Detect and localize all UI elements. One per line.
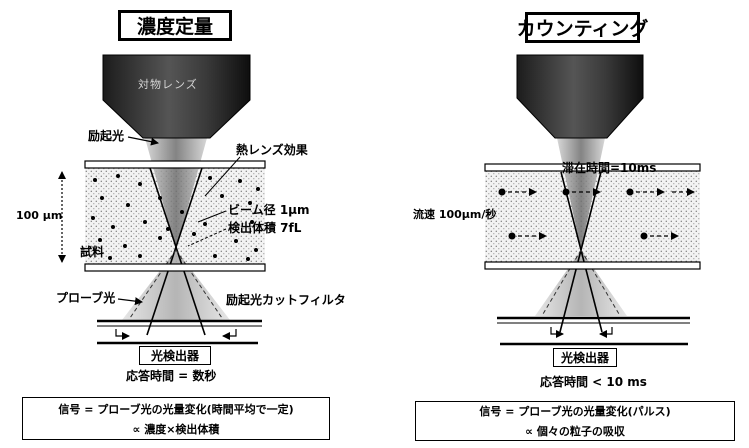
- left-signal-line2: ∝ 濃度×検出体積: [132, 422, 220, 436]
- flowing-particle: [640, 232, 648, 240]
- particle: [254, 248, 258, 252]
- probe-arrow: [117, 297, 143, 306]
- left-panel-title: 濃度定量: [118, 10, 232, 41]
- beam-diameter-leader: [197, 210, 227, 223]
- particle: [192, 232, 196, 236]
- flow-rate-label: 流速 100μm/秒: [413, 208, 497, 221]
- right-probe-beam-diverging: [535, 250, 627, 316]
- left-deflection-arrow: [115, 329, 130, 340]
- right-response-time: 応答時間 < 10 ms: [540, 375, 647, 389]
- detection-volume-leader: [187, 228, 227, 247]
- right-detector-box: 光検出器: [553, 348, 617, 367]
- left-detector-box: 光検出器: [139, 346, 211, 365]
- particle: [123, 244, 127, 248]
- right-top-plate: [484, 163, 701, 172]
- left-signal-box: 信号 = プローブ光の光量変化(時間平均で一定) ∝ 濃度×検出体積: [22, 397, 330, 440]
- particle: [234, 239, 238, 243]
- right-signal-box: 信号 = プローブ光の光量変化(パルス) ∝ 個々の粒子の吸収: [415, 401, 735, 441]
- detection-volume-label: 検出体積 7fL: [228, 221, 302, 235]
- excitation-label: 励起光: [88, 129, 125, 143]
- particle: [108, 256, 112, 260]
- objective-lens-label: 対物レンズ: [138, 78, 198, 91]
- left-top-plate: [84, 160, 266, 169]
- particle: [208, 176, 212, 180]
- particle: [111, 225, 115, 229]
- excitation-arrow: [127, 136, 159, 146]
- flowing-particle: [626, 188, 634, 196]
- particle: [250, 220, 254, 224]
- thermal-lens-label: 熱レンズ効果: [236, 143, 308, 157]
- particle: [203, 222, 207, 226]
- thermal-lens-leader: [204, 156, 241, 197]
- left-response-time: 応答時間 = 数秒: [126, 369, 217, 383]
- left-particles: [91, 174, 260, 261]
- particle: [126, 203, 130, 207]
- flowing-particle: [498, 188, 506, 196]
- particle: [248, 201, 252, 205]
- filter-label: 励起光カットフィルタ: [226, 293, 346, 307]
- particle: [100, 196, 104, 200]
- right-beam-ray: [560, 171, 603, 333]
- particle: [246, 257, 250, 261]
- particle: [93, 178, 97, 182]
- particle: [220, 194, 224, 198]
- right-bottom-plate: [484, 261, 701, 270]
- left-deflection-arrow: [222, 329, 237, 340]
- particle: [256, 187, 260, 191]
- right-deflection-arrow: [599, 327, 613, 338]
- particle: [158, 236, 162, 240]
- right-probe-edge: [580, 249, 620, 315]
- right-probe-edge: [542, 249, 582, 315]
- left-bottom-plate: [84, 263, 266, 272]
- sample-label: 試料: [80, 245, 105, 259]
- right-signal-line1: 信号 = プローブ光の光量変化(パルス): [479, 405, 671, 418]
- particle: [116, 174, 120, 178]
- right-beam-ray: [559, 171, 602, 333]
- left-probe-beam-diverging: [122, 250, 230, 320]
- probe-label: プローブ光: [56, 291, 116, 305]
- particle: [91, 216, 95, 220]
- particle: [98, 238, 102, 242]
- left-objective-lens: [102, 54, 251, 139]
- particle: [213, 254, 217, 258]
- right-objective-lens: [516, 54, 644, 139]
- particle: [138, 182, 142, 186]
- particle: [143, 220, 147, 224]
- right-signal-line2: ∝ 個々の粒子の吸収: [525, 425, 625, 438]
- flowing-particle: [562, 188, 570, 196]
- dwell-time-label: 滞在時間=10ms: [562, 161, 657, 175]
- right-panel-title: カウンティング: [517, 12, 648, 43]
- left-signal-line1: 信号 = プローブ光の光量変化(時間平均で一定): [58, 402, 294, 416]
- beam-diameter-label: ビーム径 1μm: [228, 203, 310, 217]
- channel-height-label: 100 μm: [16, 209, 63, 222]
- particle: [238, 179, 242, 183]
- flowing-particle: [508, 232, 516, 240]
- particle: [138, 254, 142, 258]
- right-deflection-arrow: [550, 327, 564, 338]
- particle: [180, 210, 184, 214]
